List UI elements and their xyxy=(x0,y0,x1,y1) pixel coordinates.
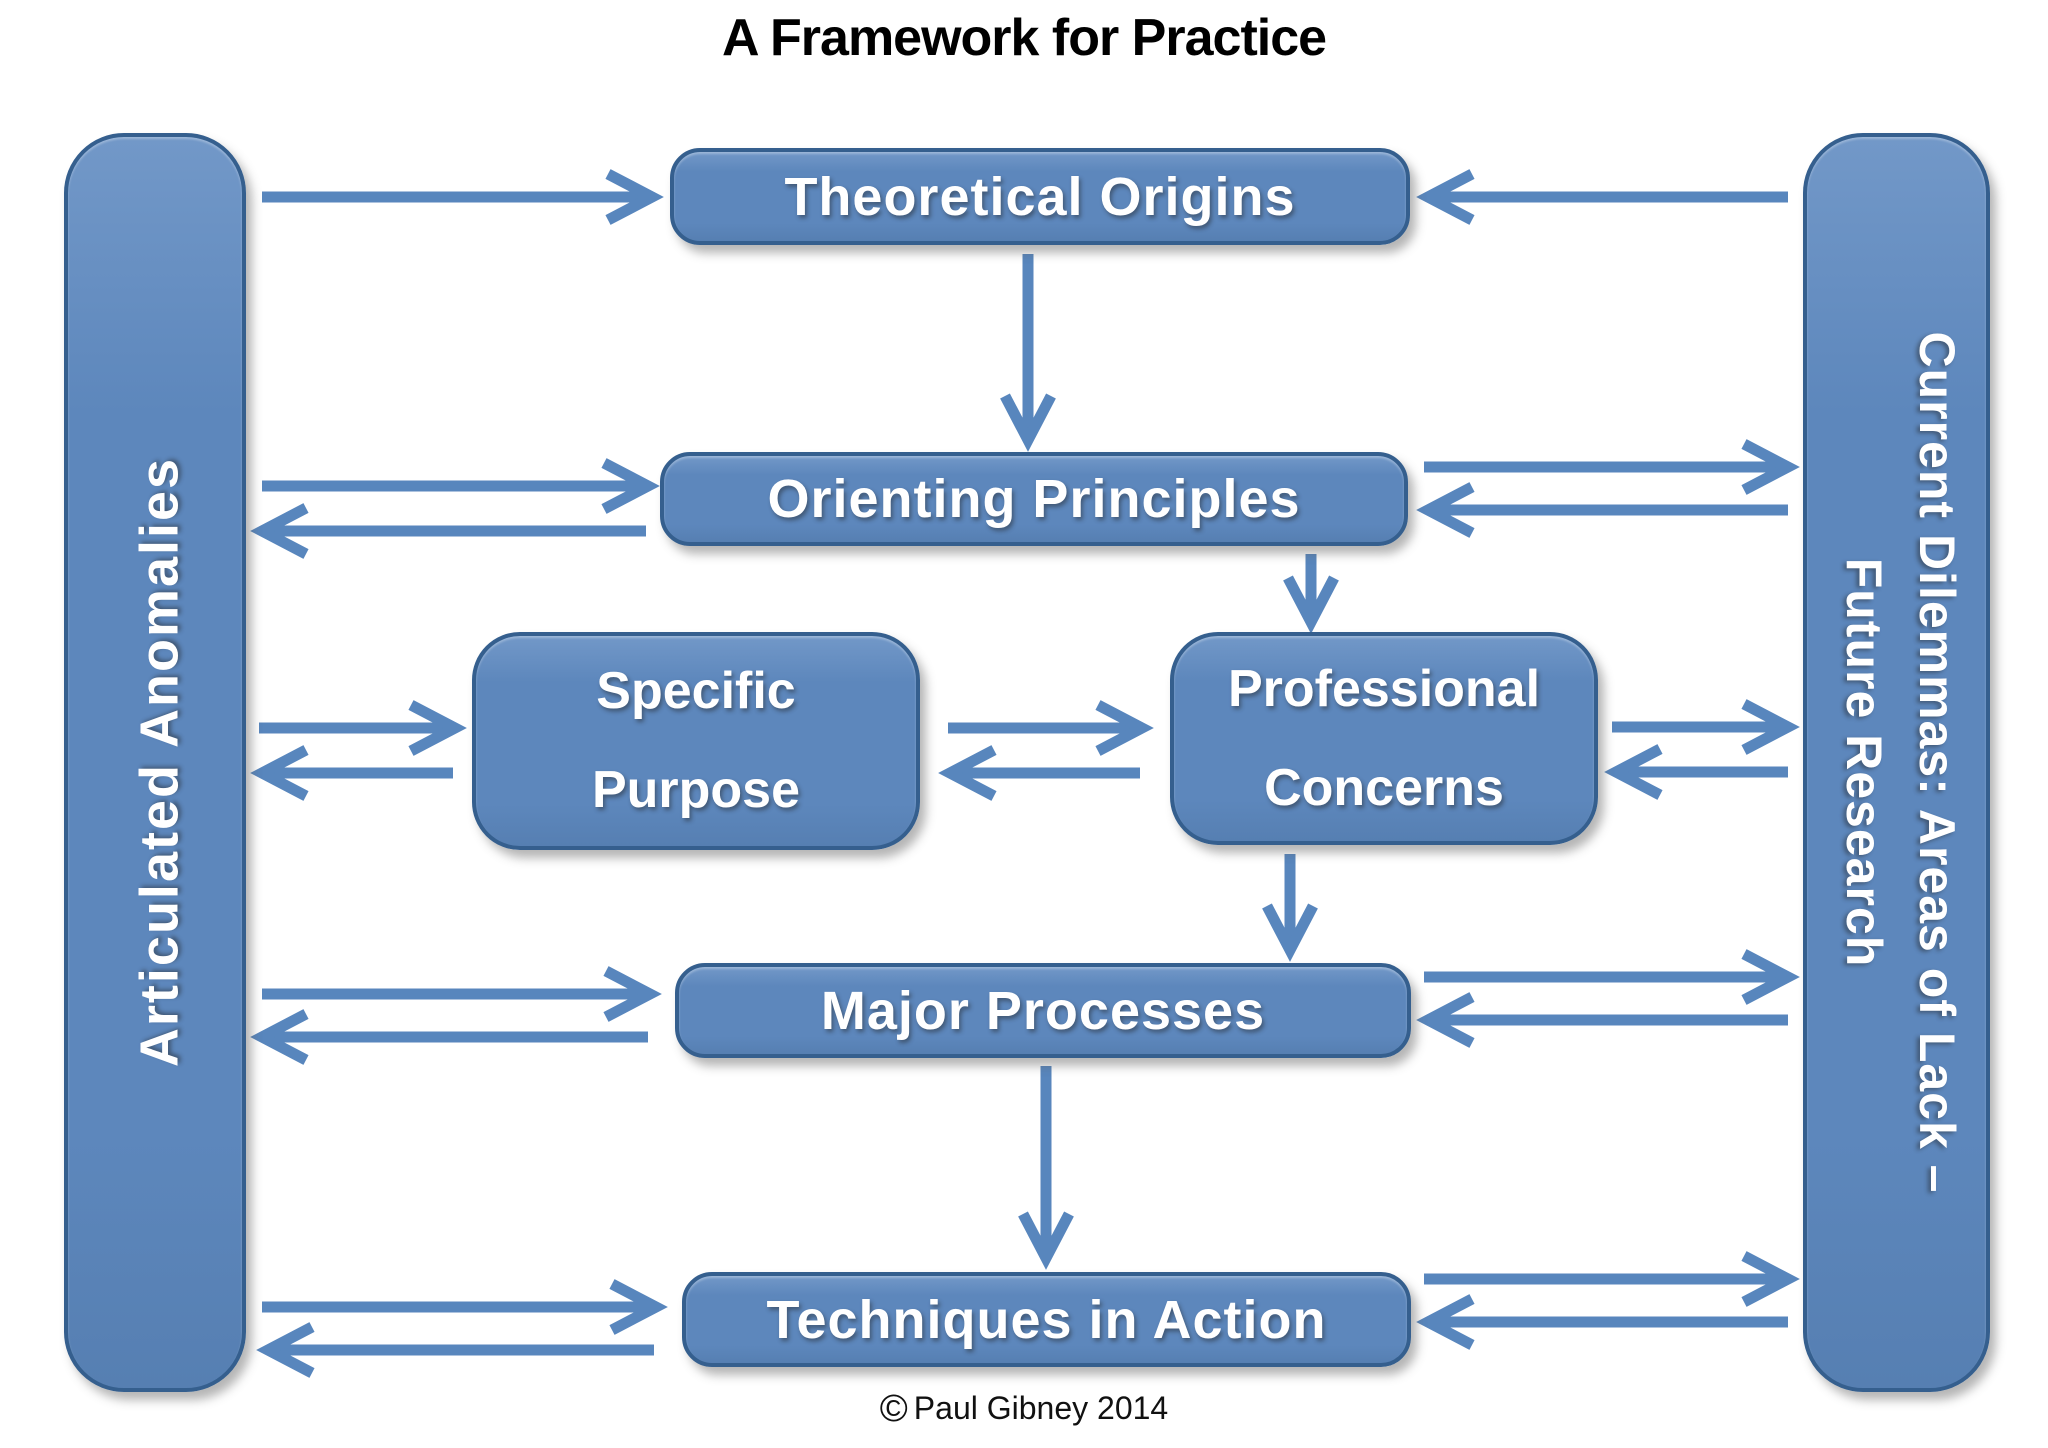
professional-concerns-label-line2: Concerns xyxy=(1264,758,1504,817)
node-specific-purpose: Specific Purpose xyxy=(472,632,920,850)
current-dilemmas-label-line1: Current Dilemmas: Areas of Lack – xyxy=(1909,331,1965,1194)
specific-purpose-label-line1: Specific xyxy=(596,662,796,721)
node-professional-concerns: Professional Concerns xyxy=(1170,632,1598,845)
articulated-anomalies-label: Articulated Anomalies xyxy=(129,456,190,1068)
professional-concerns-label-line1: Professional xyxy=(1227,659,1541,718)
orienting-principles-label: Orienting Principles xyxy=(767,469,1301,529)
rail-right-text-wrap: Current Dilemmas: Areas of Lack – Future… xyxy=(1811,133,1990,1392)
rail-left-text-wrap: Articulated Anomalies xyxy=(73,133,247,1392)
current-dilemmas-label-line2: Future Research xyxy=(1836,557,1893,968)
node-orienting-principles: Orienting Principles xyxy=(660,452,1408,546)
copyright-symbol: © xyxy=(879,1388,908,1430)
page-title: A Framework for Practice xyxy=(721,9,1327,67)
node-theoretical-origins: Theoretical Origins xyxy=(670,148,1410,245)
node-current-dilemmas: Current Dilemmas: Areas of Lack – Future… xyxy=(1803,133,1990,1392)
techniques-in-action-label: Techniques in Action xyxy=(766,1289,1327,1350)
theoretical-origins-label: Theoretical Origins xyxy=(784,166,1296,227)
node-articulated-anomalies: Articulated Anomalies xyxy=(64,133,246,1392)
node-major-processes: Major Processes xyxy=(675,963,1411,1058)
major-processes-label: Major Processes xyxy=(820,980,1266,1041)
specific-purpose-label-line2: Purpose xyxy=(591,761,801,819)
copyright-line: ©Paul Gibney 2014 xyxy=(0,1388,2048,1431)
copyright-text: Paul Gibney 2014 xyxy=(913,1390,1169,1426)
node-techniques-in-action: Techniques in Action xyxy=(682,1272,1411,1367)
